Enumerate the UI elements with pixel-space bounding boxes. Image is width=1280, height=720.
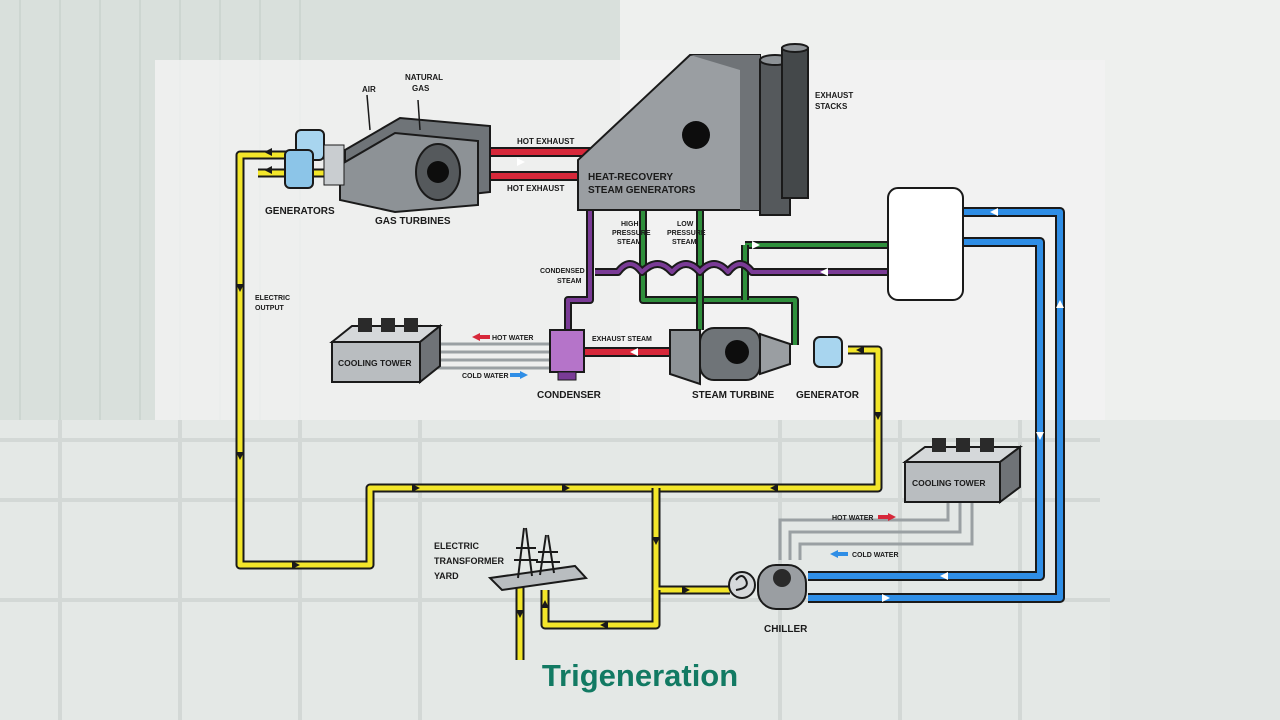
label-hrsg-1: HEAT-RECOVERY xyxy=(588,172,673,183)
label-condenser: CONDENSER xyxy=(537,390,602,401)
cooling-water-lines xyxy=(420,342,974,560)
heat-recovery-steam-generator xyxy=(577,43,809,216)
generator-right xyxy=(813,336,843,368)
label-high-pressure-3: STEAM xyxy=(617,239,642,246)
label-hot-exhaust-bottom: HOT EXHAUST xyxy=(507,184,564,193)
label-cooling-tower-left: COOLING TOWER xyxy=(338,358,412,368)
gas-turbines xyxy=(339,94,491,214)
label-cold-water-right: COLD WATER xyxy=(852,552,899,559)
label-hrsg-2: STEAM GENERATORS xyxy=(588,185,696,196)
label-condensed-2: STEAM xyxy=(557,278,582,285)
label-low-pressure-2: PRESSURE xyxy=(667,230,706,237)
label-gas-turbines: GAS TURBINES xyxy=(375,216,451,227)
page-title: Trigeneration xyxy=(541,658,739,693)
heat-exchanger-box xyxy=(887,187,964,301)
label-transformer-1: ELECTRIC xyxy=(434,541,480,551)
label-exhaust-stacks-2: STACKS xyxy=(815,102,848,111)
cooling-tower-left xyxy=(329,318,443,385)
chiller xyxy=(728,564,807,610)
condensed-lines xyxy=(564,210,888,330)
label-low-pressure-3: STEAM xyxy=(672,239,697,246)
label-transformer-3: YARD xyxy=(434,571,459,581)
steam-turbine xyxy=(669,327,791,386)
label-generator: GENERATOR xyxy=(796,390,860,401)
transformer-yard xyxy=(487,527,589,592)
cooling-tower-right xyxy=(902,438,1023,504)
label-exhaust-stacks-1: EXHAUST xyxy=(815,91,853,100)
label-exhaust-steam: EXHAUST STEAM xyxy=(592,336,652,343)
label-air: AIR xyxy=(362,85,376,94)
label-steam-turbine: STEAM TURBINE xyxy=(692,390,775,401)
water-arrows xyxy=(472,333,896,558)
label-hot-water-left: HOT WATER xyxy=(492,335,533,342)
label-electric-output-1: ELECTRIC xyxy=(255,295,290,302)
label-cold-water-left: COLD WATER xyxy=(462,373,509,380)
label-cooling-tower-right: COOLING TOWER xyxy=(912,478,986,488)
label-condensed-1: CONDENSED xyxy=(540,268,585,275)
label-hot-water-right: HOT WATER xyxy=(832,515,873,522)
condenser xyxy=(549,329,585,381)
label-hot-exhaust-top: HOT EXHAUST xyxy=(517,137,574,146)
chilled-water-lines xyxy=(808,207,1065,603)
label-transformer-2: TRANSFORMER xyxy=(434,556,504,566)
label-low-pressure-1: LOW xyxy=(677,221,694,228)
diagram-labels: AIR NATURAL GAS HOT EXHAUST HOT EXHAUST … xyxy=(255,73,986,635)
label-chiller: CHILLER xyxy=(764,624,808,635)
generators-left xyxy=(284,129,345,189)
label-high-pressure-1: HIGH xyxy=(621,221,639,228)
label-electric-output-2: OUTPUT xyxy=(255,305,285,312)
label-high-pressure-2: PRESSURE xyxy=(612,230,651,237)
flow-arrows xyxy=(236,148,1064,629)
label-natural-gas-2: GAS xyxy=(412,84,430,93)
label-generators: GENERATORS xyxy=(265,206,335,217)
label-natural-gas-1: NATURAL xyxy=(405,73,443,82)
